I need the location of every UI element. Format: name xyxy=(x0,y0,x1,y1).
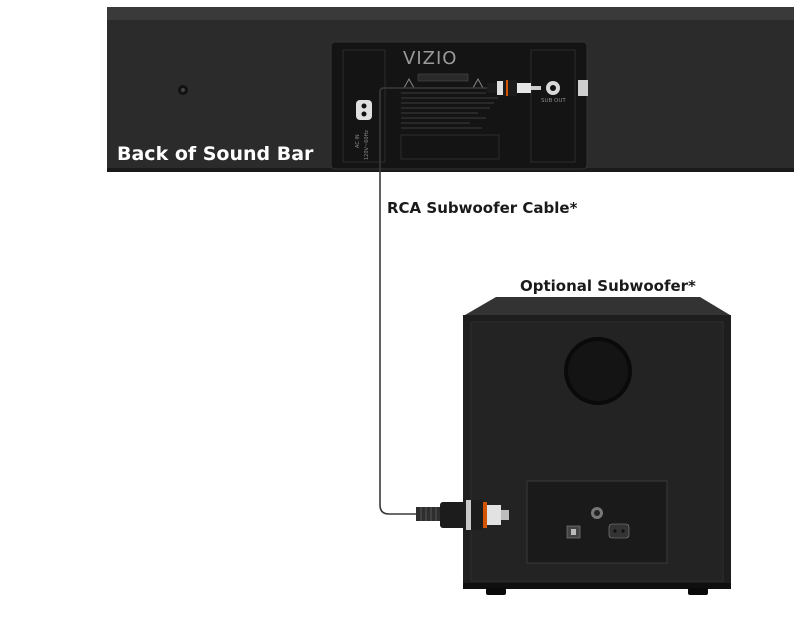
sound-bar: VIZIO AC IN xyxy=(107,7,794,172)
sub-out-jack xyxy=(546,81,560,95)
subwoofer xyxy=(463,297,731,595)
rca-cable xyxy=(379,87,487,515)
subwoofer-foot xyxy=(688,588,708,595)
subwoofer-input-panel xyxy=(526,480,668,564)
subwoofer-label: Optional Subwoofer* xyxy=(520,277,696,295)
power-label: AC IN xyxy=(355,134,361,148)
cable-label: RCA Subwoofer Cable* xyxy=(387,199,578,217)
rca-plug-subwoofer xyxy=(416,500,509,530)
sound-bar-top-edge xyxy=(107,7,794,21)
rca-plug-soundbar xyxy=(487,80,541,96)
sub-out-label: SUB OUT xyxy=(541,98,566,104)
vizio-logo: VIZIO xyxy=(403,48,457,69)
sound-bar-label: Back of Sound Bar xyxy=(117,143,314,165)
subwoofer-foot xyxy=(486,588,506,595)
power-socket-icon xyxy=(608,523,630,539)
power-rating-label: 120V~60Hz xyxy=(364,130,370,160)
fine-print xyxy=(401,92,498,129)
sound-bar-bottom-edge xyxy=(107,168,794,172)
connector-panel: VIZIO AC IN xyxy=(330,41,588,170)
power-inlet-icon xyxy=(356,100,372,120)
subwoofer-top xyxy=(465,297,730,315)
